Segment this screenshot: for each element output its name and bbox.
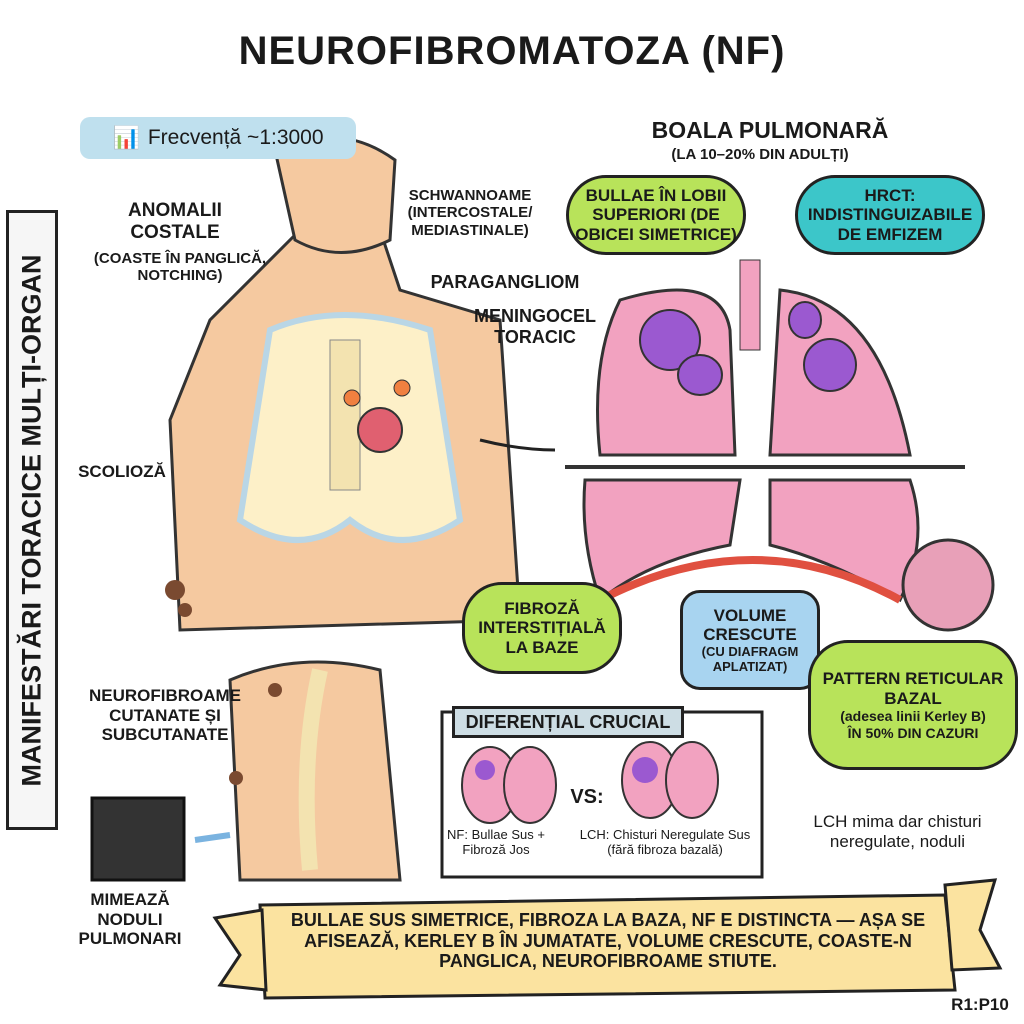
bubble-volume: VOLUME CRESCUTE (CU DIAFRAGM APLATIZAT) <box>680 590 820 690</box>
bar-chart-icon: 📊 <box>112 125 140 150</box>
meningocel-mass <box>357 407 403 453</box>
summary-banner-text: BULLAE SUS SIMETRICE, FIBROZA LA BAZA, N… <box>290 910 926 972</box>
label-schwannoame: SCHWANNOAME (INTERCOSTALE/ MEDIASTINALE) <box>407 187 533 239</box>
xray-thumbnail <box>90 796 186 882</box>
label-meningocel: MENINGOCEL TORACIC <box>473 306 596 347</box>
label-mimeaza: MIMEAZĂ NODULI PULMONARI <box>78 890 182 949</box>
frequency-badge: 📊 Frecvență ~1:3000 <box>80 117 356 159</box>
lch-caption: LCH: Chisturi Neregulate Sus (fără fibro… <box>579 827 751 857</box>
page-code: R1:P10 <box>951 995 1009 1014</box>
label-scolioza: SCOLIOZĂ <box>78 462 166 481</box>
lung-title: BOALA PULMONARĂ <box>651 117 889 143</box>
differential-title: DIFERENȚIAL CRUCIAL <box>452 706 684 738</box>
bubble-fibroza: FIBROZĂ INTERSTIȚIALĂ LA BAZE <box>462 582 622 674</box>
bubble-hrct: HRCT: INDISTINGUIZABILE DE EMFIZEM <box>795 175 985 255</box>
nf-caption: NF: Bullae Sus + Fibroză Jos <box>447 827 545 857</box>
label-anomalii: ANOMALII COSTALE <box>128 200 222 243</box>
page-title: NEUROFIBROMATOZA (NF) <box>238 29 786 73</box>
lung-left-illustration <box>596 288 737 457</box>
vs-label: VS: <box>570 786 604 808</box>
bubble-pattern: PATTERN RETICULAR BAZAL (adesea linii Ke… <box>808 640 1018 770</box>
reticular-magnified-icon <box>901 538 995 632</box>
label-anomalii-sub: (COASTE ÎN PANGLICĂ, NOTCHING) <box>93 250 267 285</box>
lung-subtitle: (LA 10–20% DIN ADULȚI) <box>671 146 849 163</box>
label-neurofibroame: NEUROFIBROAME CUTANATE ȘI SUBCUTANATE <box>88 686 242 745</box>
side-title: MANIFESTĂRI TORACICE MULȚI-ORGAN <box>6 210 58 830</box>
lch-note: LCH mima dar chisturi neregulate, noduli <box>813 812 982 851</box>
label-paragangliom: PARAGANGLIOM <box>430 272 580 292</box>
bubble-bullae: BULLAE ÎN LOBII SUPERIORI (DE OBICEI SIM… <box>566 175 746 255</box>
